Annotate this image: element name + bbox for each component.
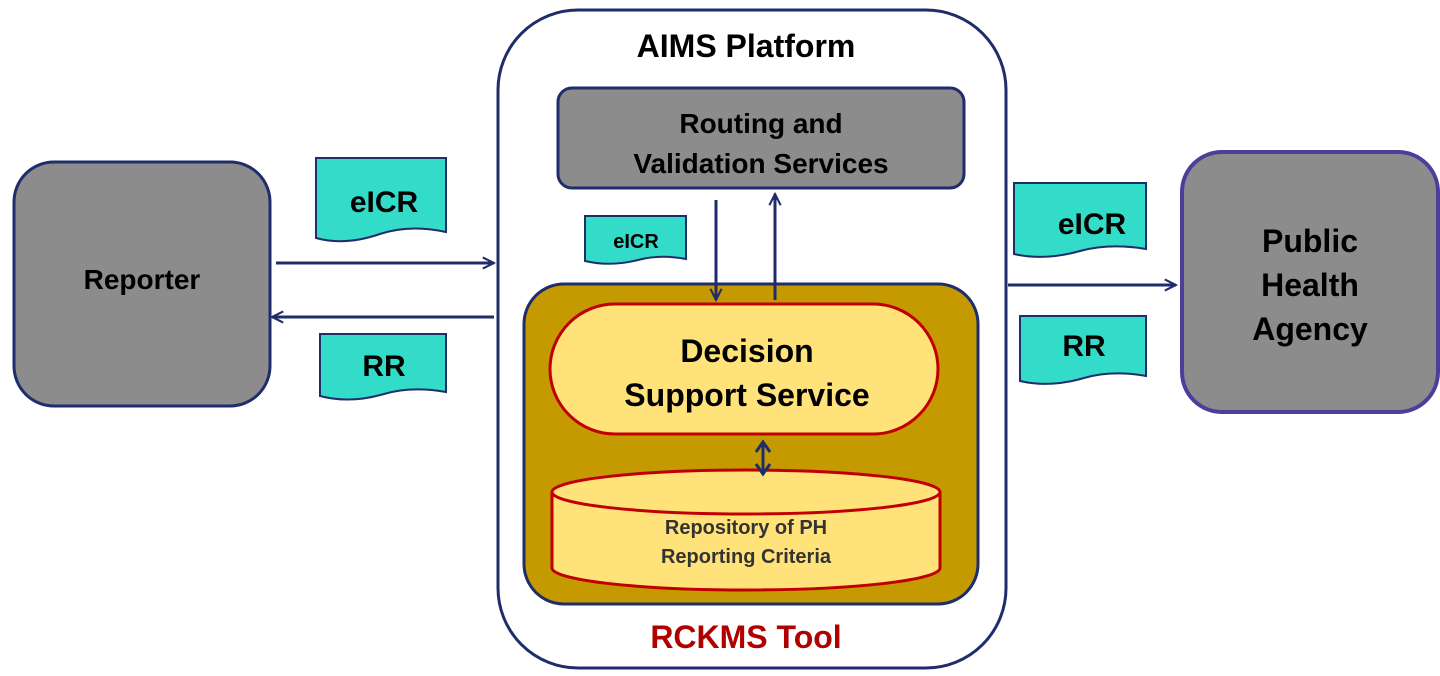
routing-validation-box <box>556 86 966 190</box>
doc-rr-left <box>319 333 447 401</box>
routing-label-line1: Routing and <box>679 108 842 139</box>
reporter-box <box>12 160 272 408</box>
reporter-label: Reporter <box>84 264 201 295</box>
agency-label-line2: Health <box>1261 267 1359 303</box>
doc-rr-right-label: RR <box>1062 330 1106 363</box>
repository-label-line2: Reporting Criteria <box>661 546 832 568</box>
doc-rr-right <box>1019 315 1147 385</box>
doc-eicr-left-label: eICR <box>350 186 419 219</box>
decision-support-service <box>548 302 940 436</box>
decision-label-line1: Decision <box>680 333 813 369</box>
decision-label-line2: Support Service <box>624 377 869 413</box>
routing-label-line2: Validation Services <box>633 148 888 179</box>
doc-eicr-inner-label: eICR <box>613 231 659 253</box>
aims-platform-title: AIMS Platform <box>637 28 856 64</box>
doc-eicr-right <box>1013 182 1147 258</box>
arrow-decision-repository <box>754 439 772 477</box>
rckms-tool-label: RCKMS Tool <box>650 619 841 655</box>
doc-eicr-left <box>315 157 447 243</box>
doc-rr-left-label: RR <box>362 350 406 383</box>
agency-label-line3: Agency <box>1252 311 1368 347</box>
agency-label-line1: Public <box>1262 223 1358 259</box>
doc-eicr-right-label: eICR <box>1058 208 1127 241</box>
doc-eicr-inner <box>584 215 687 265</box>
repository-cylinder <box>550 468 942 592</box>
repository-label-line1: Repository of PH <box>665 517 827 539</box>
public-health-agency-box <box>1180 150 1440 414</box>
